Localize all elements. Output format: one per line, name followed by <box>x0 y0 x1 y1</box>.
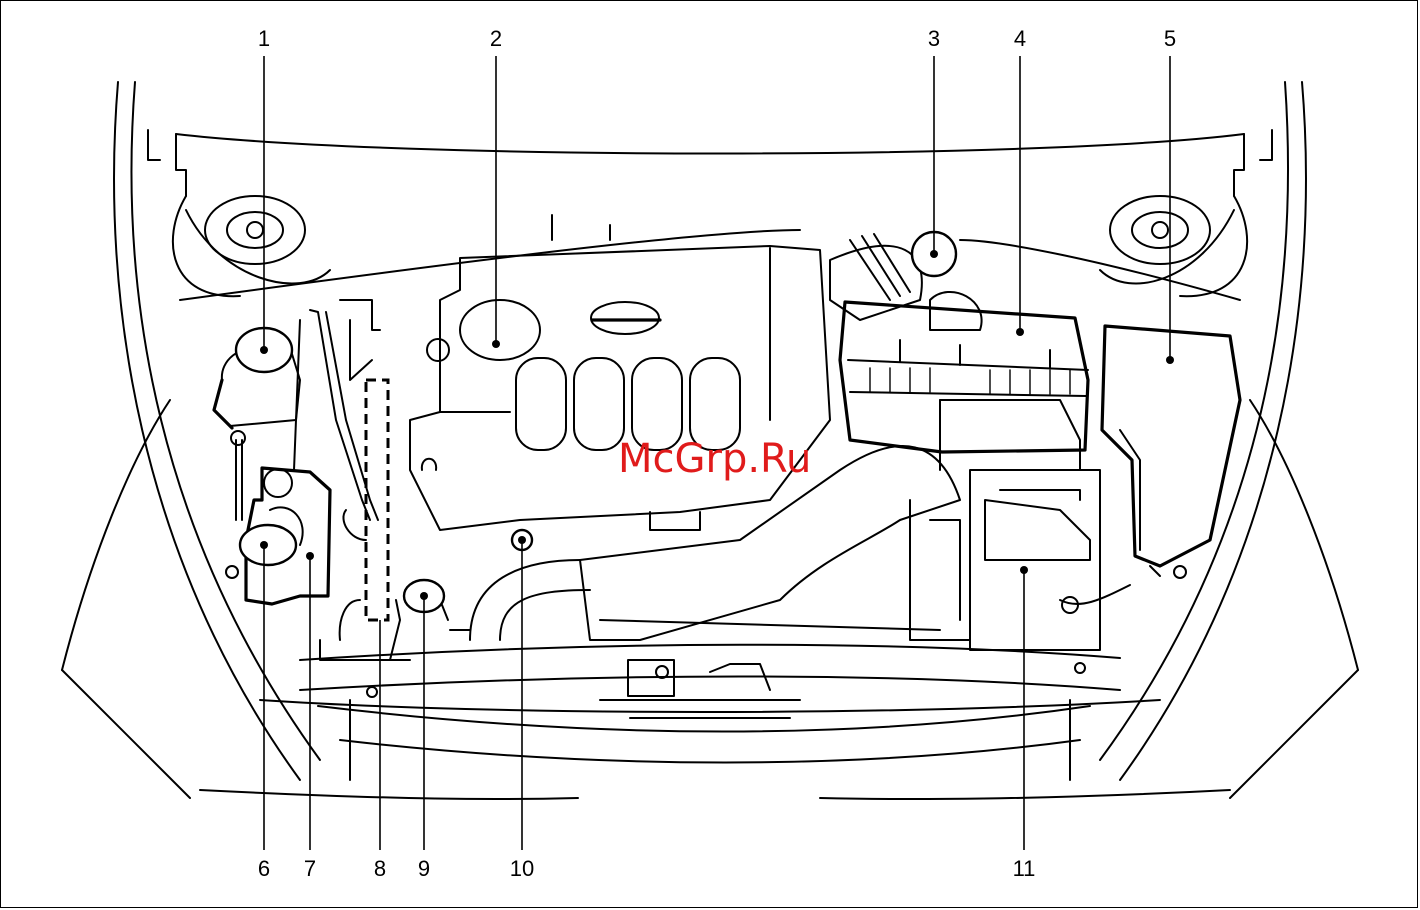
callout-3: 3 <box>928 26 940 51</box>
left-strut-tower <box>186 196 330 284</box>
callout-5: 5 <box>1164 26 1176 51</box>
callout-2: 2 <box>490 26 502 51</box>
air-filter-box <box>840 292 1088 470</box>
right-strut-tower <box>1100 196 1234 284</box>
callout-1: 1 <box>258 26 270 51</box>
callout-7: 7 <box>304 856 316 881</box>
watermark-text: McGrp.Ru <box>618 436 811 482</box>
callout-10: 10 <box>510 856 534 881</box>
callout-6: 6 <box>258 856 270 881</box>
battery-area <box>910 470 1130 650</box>
callout-11: 11 <box>1013 856 1036 881</box>
callout-4: 4 <box>1014 26 1026 51</box>
callout-dots <box>260 250 1174 600</box>
callout-labels-bottom: 6 7 8 9 10 11 <box>258 856 1036 881</box>
cowl-line <box>180 230 800 300</box>
callout-labels-top: 1 2 3 4 5 <box>258 26 1176 51</box>
callout-9: 9 <box>418 856 430 881</box>
callout-8: 8 <box>374 856 386 881</box>
